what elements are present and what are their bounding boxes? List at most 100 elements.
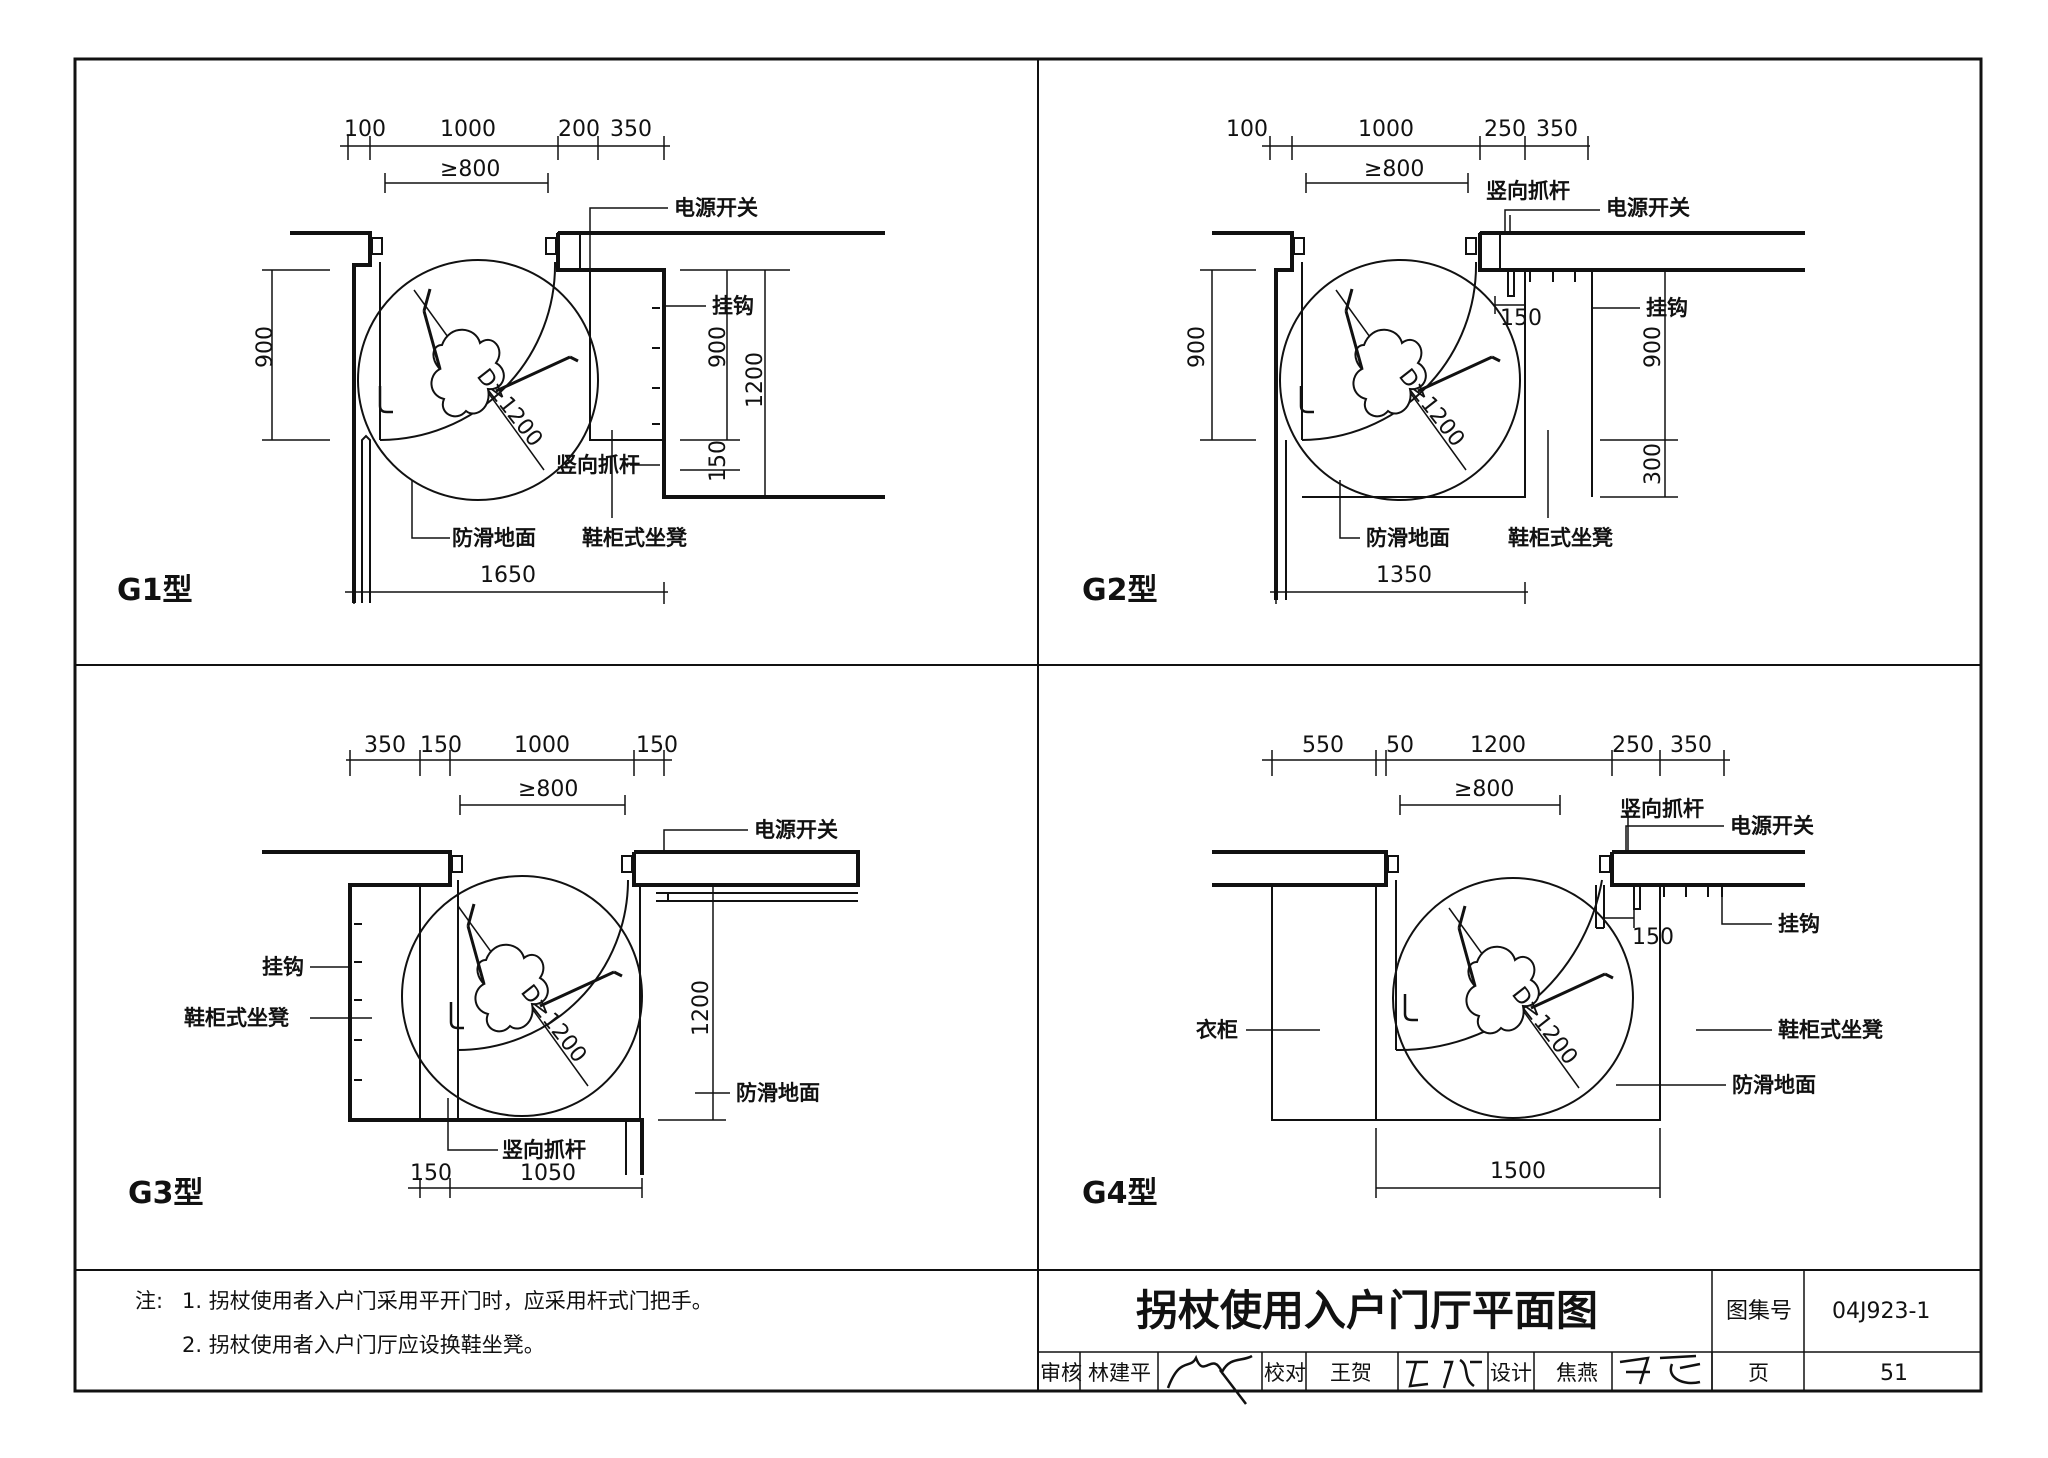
g2-dim-250: 250 [1484,117,1526,142]
g4-label-switch: 电源开关 [1730,814,1814,838]
g3-dim-150b: 150 [636,733,678,758]
g2-label-floor: 防滑地面 [1366,526,1450,550]
g2-dim-min800: ≥800 [1364,157,1424,182]
g1-dim-1200: 1200 [743,352,768,408]
g1-dim-100: 100 [344,117,386,142]
g1-hooks [652,307,660,425]
g3-dim-1200: 1200 [689,980,714,1036]
review-label: 审核 [1040,1361,1082,1385]
g2-dim-1000: 1000 [1358,117,1414,142]
g1-label-switch: 电源开关 [674,196,758,220]
atlas-number: 04J923-1 [1832,1299,1930,1324]
g3-dim-150a: 150 [420,733,462,758]
g4-label-bench: 鞋柜式坐凳 [1778,1018,1884,1042]
g4-dim-1200: 1200 [1470,733,1526,758]
g2-dim-100: 100 [1226,117,1268,142]
g4-dim-350: 350 [1670,733,1712,758]
g4-leaders [1246,812,1772,1086]
g4-turning-circle [1392,877,1634,1119]
g4-label-wardrobe: 衣柜 [1196,1018,1238,1042]
g1-label-bench: 鞋柜式坐凳 [582,526,688,550]
g4-dim-150: 150 [1632,925,1674,950]
g2-dim-350: 350 [1536,117,1578,142]
design-label: 设计 [1490,1361,1532,1385]
designer-name: 焦燕 [1556,1361,1598,1385]
sheet-frame [73,57,1983,1393]
page-label: 页 [1748,1361,1769,1385]
g3-dim-1000: 1000 [514,733,570,758]
g1-dim-200: 200 [558,117,600,142]
g3-walls [262,850,860,1175]
g1-label-hook: 挂钩 [712,294,754,318]
g2-dim-300: 300 [1641,443,1666,485]
note-2: 2. 拐杖使用者入户门厅应设换鞋坐凳。 [182,1333,545,1357]
g1-dim-900-right: 900 [706,326,731,368]
checker-signature [1406,1358,1482,1389]
g4-hinge-icon [1403,992,1420,1022]
g4-panel-label: G4型 [1082,1176,1158,1211]
designer-signature [1619,1354,1701,1385]
g4-dim-1500: 1500 [1490,1159,1546,1184]
g3-dim-150c: 150 [410,1161,452,1186]
g1-turning-circle [357,259,599,501]
drawing-title: 拐杖使用入户门厅平面图 [1136,1286,1598,1335]
g3-label-grab-bar: 竖向抓杆 [502,1138,586,1162]
reviewer-signature [1166,1354,1253,1405]
check-label: 校对 [1264,1361,1306,1385]
page-number: 51 [1880,1361,1908,1386]
g3-dim-min800: ≥800 [518,777,578,802]
g3-label-bench: 鞋柜式坐凳 [184,1006,290,1030]
g4-dim-min800: ≥800 [1454,777,1514,802]
g3-door-frame [419,855,669,1120]
g3-leaders [310,829,748,1151]
g2-label-hook: 挂钩 [1646,296,1688,320]
g2-label-bench: 鞋柜式坐凳 [1508,526,1614,550]
g1-dimension-lines [262,136,790,604]
note-1: 1. 拐杖使用者入户门采用平开门时，应采用杆式门把手。 [182,1289,713,1313]
g2-panel-label: G2型 [1082,573,1158,608]
g4-dimension-lines [1262,750,1730,1198]
g4-label-hook: 挂钩 [1778,912,1820,936]
g1-dim-350: 350 [610,117,652,142]
panel-g4: 550 50 1200 250 350 ≥800 150 1500 D≥1200… [1082,733,1884,1211]
panel-g2: 100 1000 250 350 ≥800 900 900 300 150 13… [1082,117,1805,608]
g1-dim-900-left: 900 [253,326,278,368]
g4-label-grab-bar: 竖向抓杆 [1620,797,1704,821]
g2-dim-150: 150 [1500,306,1542,331]
notes-prefix: 注: [135,1289,163,1313]
g1-label-grab-bar: 竖向抓杆 [556,453,640,477]
g1-leaders [411,207,706,539]
notes-block: 注: 1. 拐杖使用者入户门采用平开门时，应采用杆式门把手。 2. 拐杖使用者入… [135,1289,713,1357]
g1-dim-150: 150 [706,440,731,482]
g3-label-hook: 挂钩 [262,955,304,979]
g4-walls [1212,850,1805,887]
g1-panel-label: G1型 [117,573,193,608]
g2-dim-900-right: 900 [1641,326,1666,368]
checker-name: 王贺 [1330,1361,1372,1385]
g2-dim-1350: 1350 [1376,563,1432,588]
g4-dim-50: 50 [1386,733,1414,758]
g2-turning-circle [1279,259,1521,501]
g1-dim-1000: 1000 [440,117,496,142]
title-block: 拐杖使用入户门厅平面图 图集号 04J923-1 审核 林建平 校对 王贺 设计… [1040,1286,1930,1405]
g3-dimension-lines [346,750,726,1198]
g2-dimension-lines [1200,136,1678,604]
g3-label-floor: 防滑地面 [736,1081,820,1105]
g3-hooks [354,923,362,1081]
panel-g1: 100 1000 200 350 ≥800 900 900 1200 150 1… [117,117,885,608]
g1-dim-min800: ≥800 [440,157,500,182]
g2-leaders [1339,209,1640,539]
g2-dim-900-left: 900 [1185,326,1210,368]
g4-dim-250: 250 [1612,733,1654,758]
g3-label-switch: 电源开关 [754,818,838,842]
panel-g3: 350 150 1000 150 ≥800 1200 150 1050 D≥12… [128,733,860,1211]
reviewer-name: 林建平 [1088,1361,1151,1385]
g1-dim-1650: 1650 [480,563,536,588]
g4-hooks [1633,884,1723,910]
g2-label-grab-bar: 竖向抓杆 [1486,179,1570,203]
g1-label-floor: 防滑地面 [452,526,536,550]
g3-turning-circle [401,875,643,1117]
g4-door-frame [1271,855,1661,1121]
g1-hinge-icon [378,384,395,414]
